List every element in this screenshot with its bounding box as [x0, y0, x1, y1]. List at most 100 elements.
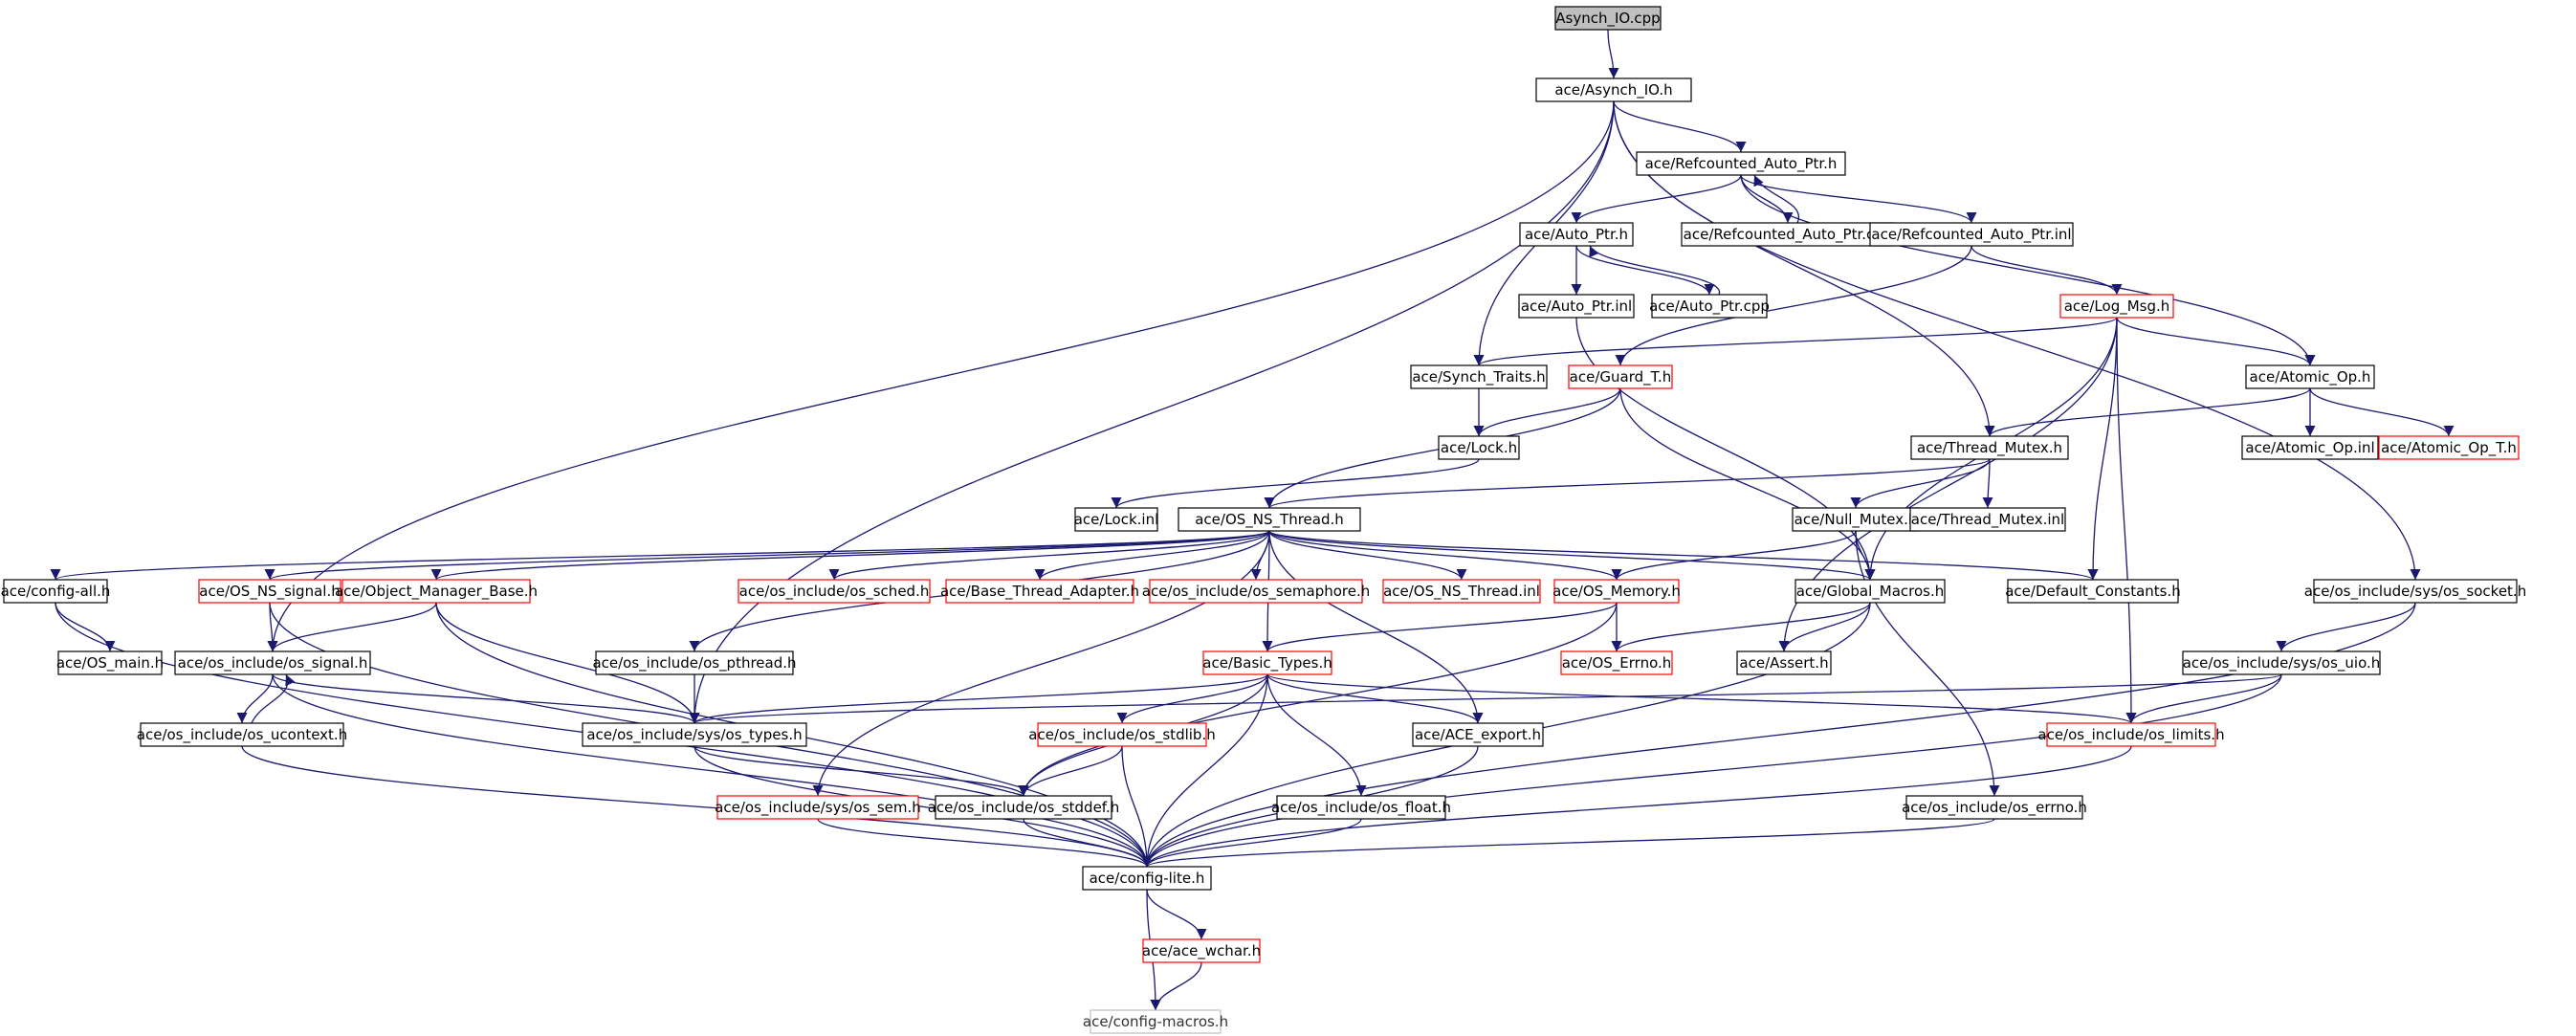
include-file-node[interactable]: ace/os_include/os_errno.h	[1902, 795, 2087, 820]
include-file-node[interactable]: ace/Guard_T.h	[1568, 364, 1673, 389]
node-box	[1681, 222, 1895, 247]
node-label: ace/Atomic_Op.h	[2250, 368, 2371, 386]
include-file-node[interactable]: ace/ace_wchar.h	[1142, 938, 1261, 963]
dependency-edge	[272, 673, 1153, 868]
include-file-node[interactable]: ace/Null_Mutex.h	[1792, 507, 1920, 532]
dependency-edge	[1023, 818, 1153, 868]
include-file-node[interactable]: ace/Synch_Traits.h	[1410, 364, 1548, 389]
include-file-node[interactable]: ace/Asynch_IO.h	[1535, 77, 1692, 102]
node-label: ace/os_include/os_signal.h	[178, 654, 368, 672]
node-label: ace/Global_Macros.h	[1796, 583, 1945, 601]
dependency-edge	[1268, 530, 1467, 581]
dependency-edge	[1141, 602, 2416, 868]
include-file-node[interactable]: ace/Atomic_Op_T.h	[2378, 435, 2520, 460]
dependency-edge	[251, 673, 296, 724]
node-label: ace/Lock.h	[1441, 439, 1517, 456]
include-file-node[interactable]: ace/os_include/os_signal.h	[174, 650, 371, 675]
include-file-node[interactable]: ace/Basic_Types.h	[1202, 650, 1332, 675]
include-file-node[interactable]: ace/OS_NS_signal.h	[198, 579, 341, 604]
include-file-node[interactable]: ace/Auto_Ptr.h	[1519, 222, 1634, 247]
include-file-node[interactable]: ace/Lock.h	[1438, 435, 1520, 460]
include-file-node[interactable]: ace/Auto_Ptr.cpp	[1649, 294, 1770, 319]
dependency-edge	[1141, 818, 1995, 868]
node-box	[1202, 650, 1332, 675]
dependency-edge	[1268, 530, 2099, 581]
include-file-node[interactable]: ace/Object_Manager_Base.h	[335, 579, 538, 604]
dependency-edge	[1034, 530, 1270, 581]
include-file-node[interactable]: ace/os_include/sys/os_socket.h	[2304, 579, 2526, 604]
node-box	[945, 579, 1134, 604]
dependency-edge	[1141, 673, 2282, 868]
dependency-edge	[1141, 673, 1268, 868]
include-file-node[interactable]: ace/os_include/os_semaphore.h	[1142, 579, 1371, 604]
dependency-edge	[694, 745, 1029, 797]
include-file-node[interactable]: ace/OS_NS_Thread.inl	[1382, 579, 1541, 604]
include-file-node[interactable]: ace/os_include/sys/os_sem.h	[715, 795, 921, 820]
include-file-node[interactable]: ace/os_include/sys/os_types.h	[582, 722, 807, 747]
include-file-node[interactable]: ace/Refcounted_Auto_Ptr.h	[1636, 151, 1846, 176]
include-file-node[interactable]: ace/os_include/os_limits.h	[2037, 722, 2225, 747]
node-box	[2313, 579, 2518, 604]
node-label: ace/OS_Errno.h	[1562, 654, 1672, 672]
include-file-node[interactable]: ace/os_include/os_ucontext.h	[137, 722, 347, 747]
include-file-node[interactable]: ace/OS_Errno.h	[1560, 650, 1673, 675]
dependency-edge	[1018, 602, 1618, 797]
include-file-node[interactable]: ace/OS_NS_Thread.h	[1178, 507, 1361, 532]
dependency-edge	[1615, 245, 1972, 366]
node-label: Asynch_IO.cpp	[1555, 10, 1660, 28]
dependency-edge	[1740, 174, 2316, 366]
node-box	[716, 795, 919, 820]
dependency-edge	[812, 530, 1270, 797]
include-file-node[interactable]: ace/Auto_Ptr.inl	[1518, 294, 1635, 319]
node-label: ace/Base_Thread_Adapter.h	[940, 583, 1139, 601]
include-file-node[interactable]: ace/os_include/sys/os_uio.h	[2182, 650, 2381, 675]
dependency-edge	[435, 602, 700, 724]
node-box	[1074, 507, 1158, 532]
include-file-node[interactable]: ace/Base_Thread_Adapter.h	[940, 579, 1139, 604]
include-file-node[interactable]: ace/config-macros.h	[1083, 1009, 1228, 1034]
dependency-edge	[1850, 458, 1991, 509]
include-file-node[interactable]: ace/OS_Memory.h	[1552, 579, 1681, 604]
dependency-edge	[1619, 387, 1876, 581]
dependency-edge	[1473, 317, 2118, 366]
node-label: ace/Atomic_Op.inl	[2245, 439, 2374, 457]
node-label: ace/Log_Msg.h	[2064, 298, 2170, 316]
node-box	[1910, 435, 2069, 460]
include-file-node[interactable]: ace/os_include/os_stdlib.h	[1028, 722, 1216, 747]
include-file-node[interactable]: ace/Atomic_Op.h	[2245, 364, 2375, 389]
include-file-node[interactable]: ace/Log_Msg.h	[2059, 294, 2174, 319]
include-file-node[interactable]: ace/Assert.h	[1736, 650, 1832, 675]
include-file-node[interactable]: ace/Thread_Mutex.inl	[1909, 507, 2066, 532]
dependency-edge	[1589, 245, 1720, 296]
node-label: ace/ACE_export.h	[1415, 726, 1541, 744]
include-file-node[interactable]: ace/os_include/os_sched.h	[738, 579, 931, 604]
node-label: ace/Null_Mutex.h	[1794, 511, 1918, 529]
root-file-node: Asynch_IO.cpp	[1554, 6, 1662, 31]
include-file-node[interactable]: ace/os_include/os_stddef.h	[928, 795, 1120, 820]
node-label: ace/os_include/os_limits.h	[2037, 726, 2224, 744]
node-box	[1905, 795, 2083, 820]
node-label: ace/Thread_Mutex.h	[1917, 439, 2062, 457]
include-file-node[interactable]: ace/Global_Macros.h	[1794, 579, 1946, 604]
include-file-node[interactable]: ace/Refcounted_Auto_Ptr.inl	[1869, 222, 2074, 247]
node-box	[2245, 364, 2375, 389]
dependency-edge	[1116, 673, 1268, 724]
node-label: ace/os_include/sys/os_socket.h	[2304, 583, 2526, 601]
include-file-node[interactable]: ace/OS_main.h	[56, 650, 164, 675]
include-file-node[interactable]: ace/Default_Constants.h	[2005, 579, 2181, 604]
include-file-node[interactable]: ace/os_include/os_float.h	[1271, 795, 1451, 820]
node-box	[2059, 294, 2174, 319]
include-file-node[interactable]: ace/config-lite.h	[1082, 866, 1212, 891]
include-file-node[interactable]: ace/Atomic_Op.inl	[2241, 435, 2379, 460]
include-file-node[interactable]: ace/os_include/os_pthread.h	[592, 650, 797, 675]
include-file-node[interactable]: ace/Lock.inl	[1074, 507, 1159, 532]
dependency-edge	[690, 673, 2282, 724]
include-file-node[interactable]: ace/Thread_Mutex.h	[1910, 435, 2069, 460]
include-file-node[interactable]: ace/ACE_export.h	[1412, 722, 1544, 747]
node-label: ace/Lock.inl	[1074, 511, 1159, 528]
dependency-edge	[2125, 673, 2282, 724]
dependency-edge	[1264, 458, 1991, 509]
include-file-node[interactable]: ace/config-all.h	[1, 579, 111, 604]
include-file-node[interactable]: ace/Refcounted_Auto_Ptr.cpp	[1681, 222, 1895, 247]
node-box	[2182, 650, 2381, 675]
